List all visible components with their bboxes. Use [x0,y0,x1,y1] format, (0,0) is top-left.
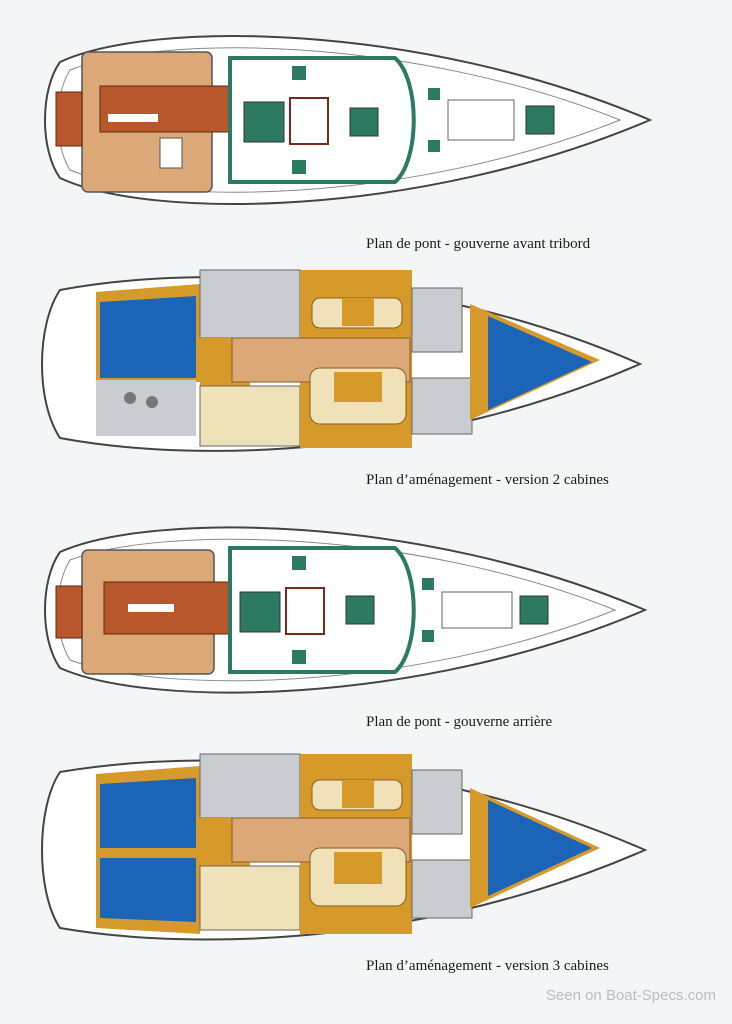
caption-deck-plan-2: Plan de pont - gouverne arrière [366,714,553,730]
layout-plan-3-cabins-drawing [41,753,648,941]
fore-cabin-berth [488,800,592,896]
deck-plan-2: Plan de pont - gouverne arrière [0,510,732,740]
aft-cabin-berth [100,296,196,378]
aft-cabin-port-berth [100,778,196,848]
caption-layout-3-cabins: Plan d’aménagement - version 3 cabines [366,958,609,974]
caption-layout-2-cabins: Plan d’aménagement - version 2 cabines [366,472,609,488]
head-compartment [96,380,196,436]
deck-plan-1-drawing [44,35,653,205]
layout-plan-2-cabins: Plan d’aménagement - version 2 cabines [0,262,732,492]
deck-plan-1: Plan de pont - gouverne avant tribord [0,0,732,252]
fore-cabin-berth [488,316,592,410]
layout-plan-3-cabins: Plan d’aménagement - version 3 cabines [0,748,732,988]
layout-plan-2-cabins-drawing [41,269,643,452]
deck-plan-2-drawing [44,526,648,694]
aft-cabin-starboard-berth [100,858,196,922]
watermark: Seen on Boat-Specs.com [545,987,716,1004]
caption-deck-plan-1: Plan de pont - gouverne avant tribord [366,236,591,252]
